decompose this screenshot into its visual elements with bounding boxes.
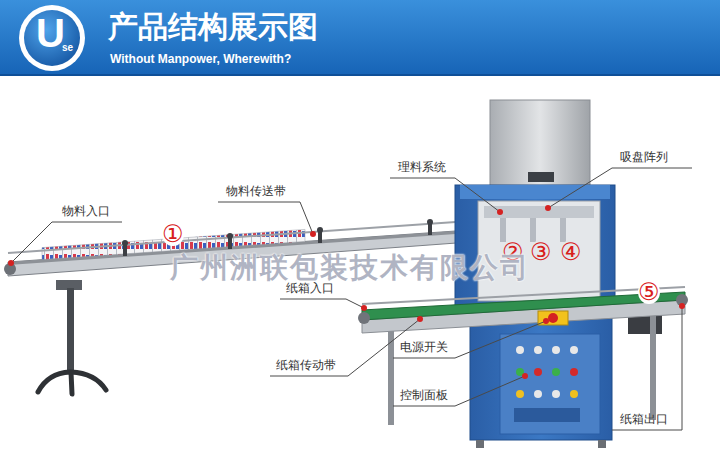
header-band	[0, 0, 720, 76]
watermark: 广州洲联包装技术有限公司	[170, 252, 530, 284]
logo-ring	[19, 5, 85, 71]
part-label: 纸箱出口	[620, 413, 668, 427]
slogan: Without Manpower, Wherewith?	[110, 53, 291, 67]
part-label: 吸盘阵列	[620, 151, 668, 165]
carton-conveyor	[358, 287, 688, 425]
callout-number: ④	[560, 240, 582, 264]
part-label: 物料传送带	[226, 185, 286, 199]
callout-number: ①	[162, 222, 184, 246]
leader-dots	[8, 205, 685, 379]
callout-number: ③	[530, 240, 552, 264]
part-label: 纸箱入口	[286, 282, 334, 296]
logo-letters: se	[62, 42, 73, 54]
logo-disc	[24, 10, 80, 66]
page-title: 产品结构展示图	[108, 10, 318, 45]
leader-lines	[12, 168, 692, 430]
part-label: 纸箱传动带	[276, 359, 336, 373]
part-label: 物料入口	[62, 205, 110, 219]
callout-number: ⑤	[638, 280, 660, 304]
part-label: 控制面板	[400, 389, 448, 403]
logo-letter: U	[36, 10, 65, 56]
part-label: 电源开关	[400, 341, 448, 355]
conveyor-stand	[38, 280, 106, 394]
part-label: 理料系统	[398, 161, 446, 175]
